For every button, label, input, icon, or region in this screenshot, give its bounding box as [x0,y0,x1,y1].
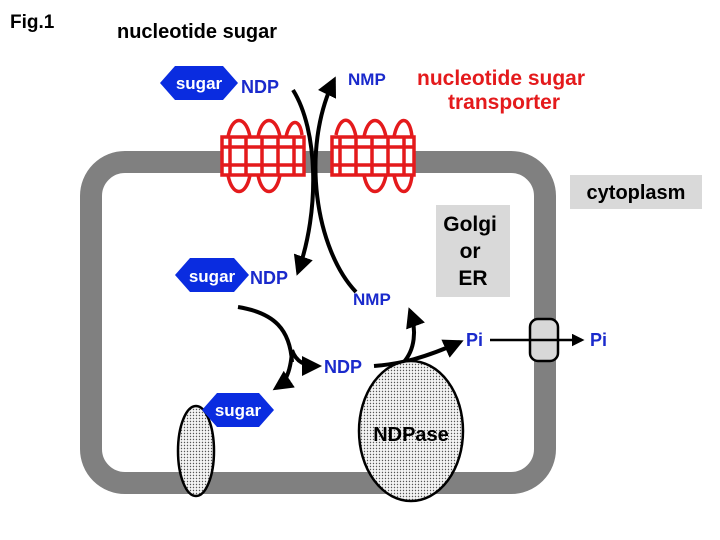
ndp-label-outside: NDP [241,77,279,97]
arrow-nmp-export [313,76,358,294]
diagram-title: nucleotide sugar [117,21,277,43]
pi-label-inside: Pi [466,330,483,350]
ndp-label-inside: NDP [250,268,288,288]
ndp-label-ndpase: NDP [324,357,362,377]
figure-label: Fig.1 [10,12,55,33]
transporter-label-line-2: transporter [448,91,560,114]
arrow-ndp-import [291,88,316,276]
compartment-label-line-2: or [460,240,481,263]
ndpase-label: NDPase [373,424,449,446]
transporter-left-helices [220,118,306,194]
sugar-hexagon-inside [175,258,249,292]
transporter-label: nucleotide sugar transporter [417,67,591,114]
sugar-label-inside: sugar [189,267,236,286]
compartment-label: Golgi or ER [443,213,503,290]
compartment-label-line-3: ER [458,267,487,290]
sugar-hexagon-outside [160,66,238,100]
nmp-label-outside: NMP [348,70,386,89]
pi-label-outside: Pi [590,330,607,350]
cytoplasm-label: cytoplasm [587,182,686,204]
nmp-label-inside: NMP [353,290,391,309]
sugar-label-outside: sugar [176,74,223,93]
ndpase-enzyme [357,359,465,503]
arrow-ndpase-to-pi [373,339,464,368]
compartment-box [436,205,510,297]
transporter-right-helices [330,118,416,194]
arrow-sugar-to-acceptor [272,351,295,391]
transporter-label-line-1: nucleotide sugar [417,67,585,90]
sugar-label-transferred: sugar [215,401,262,420]
compartment-label-line-1: Golgi [443,213,497,236]
cytoplasm-box [570,175,702,209]
sugar-hexagon-transferred [202,393,274,427]
arrow-ndpase-to-nmp [401,307,425,365]
glycosyltransferase [176,404,216,498]
